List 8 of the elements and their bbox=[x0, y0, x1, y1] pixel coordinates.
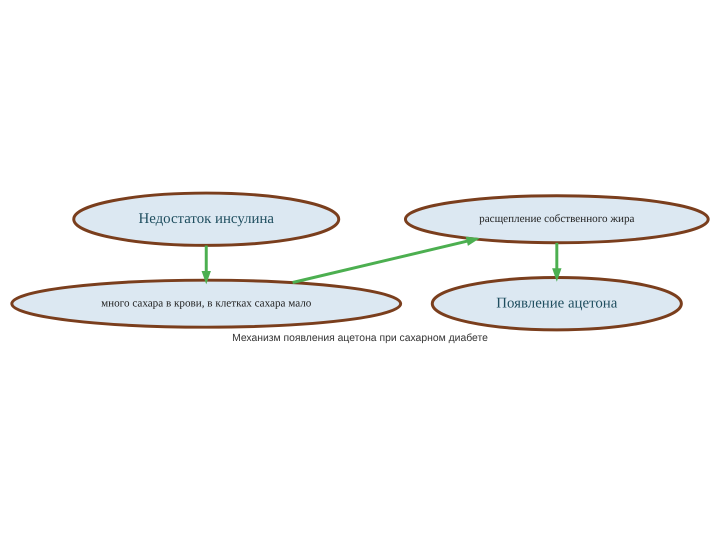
arrow bbox=[292, 236, 480, 284]
arrow bbox=[202, 246, 211, 284]
node-ellipse: много сахара в крови, в клетках сахара мало bbox=[10, 278, 402, 329]
node-ellipse: расщепление собственного жира bbox=[404, 194, 710, 244]
caption: Механизм появления ацетона при сахарном диабете bbox=[232, 333, 488, 344]
arrow bbox=[552, 242, 562, 282]
node-ellipse: Недостаток инсулина bbox=[72, 192, 340, 247]
node-ellipse: Появление ацетона bbox=[430, 276, 683, 332]
